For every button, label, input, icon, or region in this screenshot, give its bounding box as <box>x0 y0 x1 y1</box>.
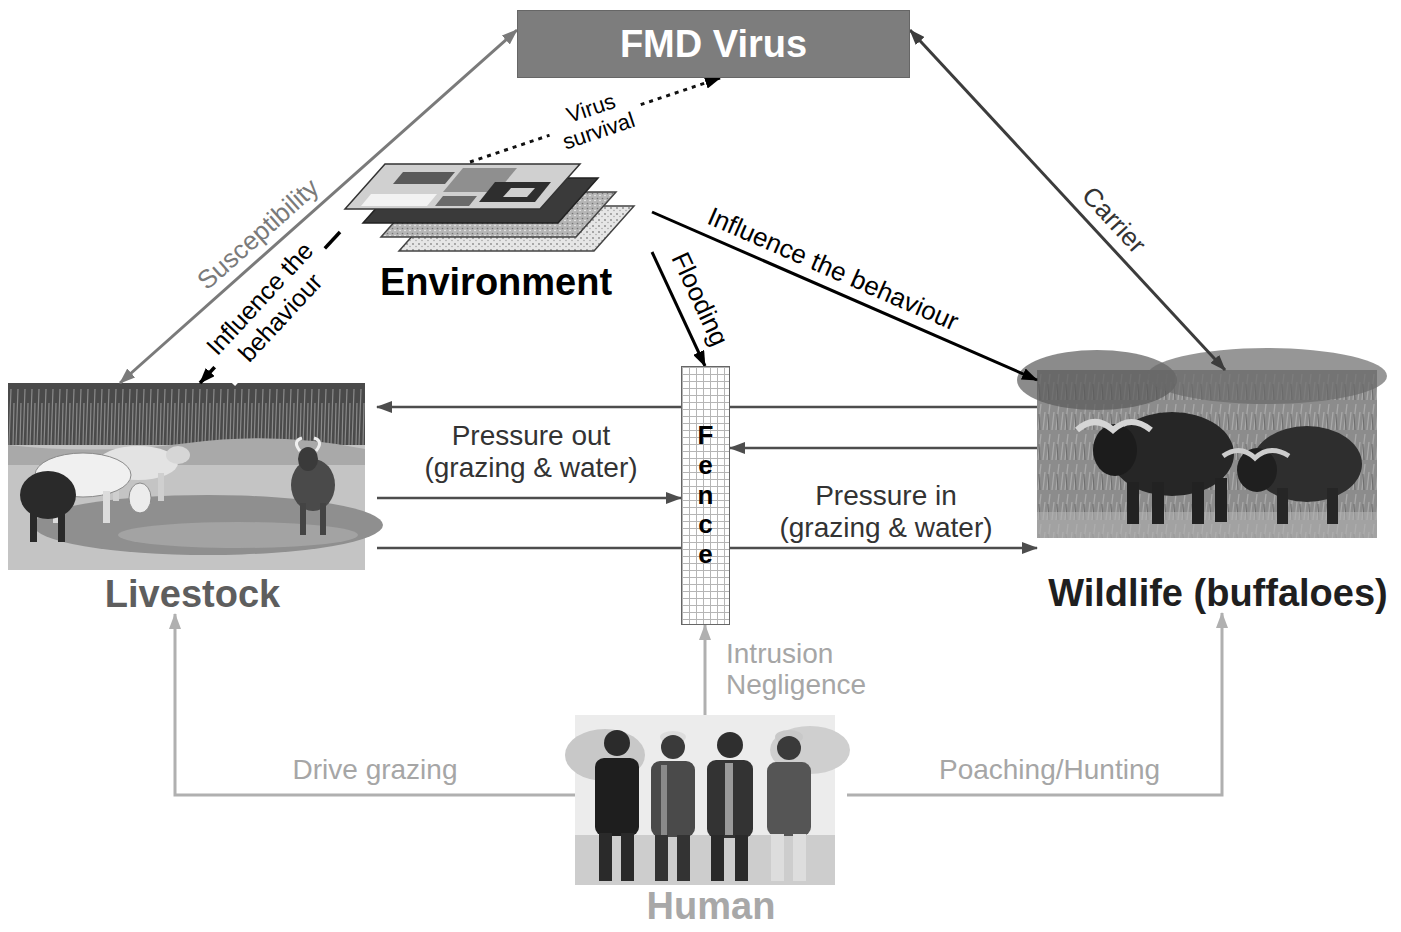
arrow-connector <box>652 212 1037 380</box>
livestock-photo <box>8 383 383 570</box>
people-photo <box>595 758 639 836</box>
people-photo <box>707 760 753 838</box>
node-label: FMD Virus <box>620 23 807 65</box>
environment-layers-icon <box>361 194 437 206</box>
node-label: Fence <box>693 421 719 570</box>
people-photo <box>651 761 695 837</box>
arrow-connector <box>730 447 1037 450</box>
environment-layers-icon <box>479 182 551 202</box>
livestock-photo <box>296 438 319 451</box>
people-photo <box>717 732 743 758</box>
human-node: Human <box>575 715 847 925</box>
edge-label: Carrier <box>1074 179 1153 261</box>
people-photo <box>575 835 835 885</box>
pressure-label: Pressure out (grazing & water) <box>411 420 651 484</box>
environment-node: Environment <box>340 162 652 302</box>
people-photo <box>661 735 685 759</box>
people-photo <box>793 834 806 881</box>
livestock-photo <box>103 491 110 523</box>
environment-layers-icon <box>345 164 634 251</box>
people-photo <box>735 835 748 881</box>
arrow-connector <box>704 625 707 715</box>
node-label: Environment <box>340 262 652 302</box>
people-photo <box>711 835 724 881</box>
people-photo <box>621 833 634 881</box>
buffalo-photo <box>1152 482 1164 524</box>
fence-box: Fence <box>681 366 730 625</box>
environment-layers-icon <box>345 164 580 209</box>
people-photo <box>575 715 835 885</box>
environment-layers-icon <box>435 196 477 206</box>
edge-label: Flooding <box>665 245 736 353</box>
environment-layers-icon <box>503 188 535 197</box>
livestock-photo <box>298 447 318 471</box>
livestock-photo <box>58 508 65 542</box>
people-photo <box>725 763 733 835</box>
edge-label: Drive grazing <box>290 755 461 786</box>
livestock-photo <box>300 503 306 535</box>
arrow-connector <box>470 78 720 162</box>
people-photo <box>677 835 690 881</box>
livestock-photo <box>20 471 76 519</box>
arrow-connector <box>847 613 1222 795</box>
people-photo <box>655 835 668 881</box>
edge-label: Influence the behaviour <box>701 201 966 338</box>
arrow-connector <box>377 497 681 500</box>
livestock-node: Livestock <box>8 383 377 614</box>
buffalo-photo <box>1127 482 1139 524</box>
environment-layers-icon <box>393 172 455 184</box>
livestock-photo <box>158 473 164 501</box>
livestock-photo <box>129 483 151 513</box>
edge-label: Virus survival <box>542 82 648 158</box>
people-photo <box>599 833 612 881</box>
buffalo-photo <box>1215 478 1227 522</box>
buffalo-photo <box>1277 488 1288 524</box>
buffalo-photo <box>1223 450 1289 458</box>
people-photo <box>661 765 667 835</box>
buffalo-photo <box>1077 422 1151 430</box>
people-photo <box>777 736 801 760</box>
livestock-photo <box>166 446 190 464</box>
arrow-connector <box>120 30 517 383</box>
edge-label: Intrusion Negligence <box>723 639 881 701</box>
edge-label: Poaching/Hunting <box>936 755 1163 786</box>
buffalo-photo <box>1192 482 1204 524</box>
people-photo <box>771 834 784 881</box>
virus-box: FMD Virus <box>517 10 910 78</box>
wildlife-node: Wildlife (buffaloes) <box>1037 370 1399 613</box>
node-label: Human <box>575 887 847 925</box>
arrow-connector <box>175 614 575 795</box>
livestock-photo <box>320 503 326 535</box>
buffalo-photo <box>1017 348 1387 538</box>
buffalo-photo <box>1037 512 1377 538</box>
node-label: Wildlife (buffaloes) <box>1037 573 1399 613</box>
livestock-photo <box>30 508 37 542</box>
people-photo <box>565 715 850 885</box>
people-photo <box>767 762 811 836</box>
livestock-photo <box>8 383 365 445</box>
people-photo <box>604 730 630 756</box>
livestock-photo <box>8 383 365 570</box>
node-label: Livestock <box>8 574 377 614</box>
buffalo-photo <box>1327 488 1338 524</box>
environment-layers-icon <box>345 164 580 209</box>
pressure-label: Pressure in (grazing & water) <box>766 480 1006 544</box>
buffalo-photo <box>1147 348 1387 404</box>
livestock-photo <box>33 495 383 555</box>
